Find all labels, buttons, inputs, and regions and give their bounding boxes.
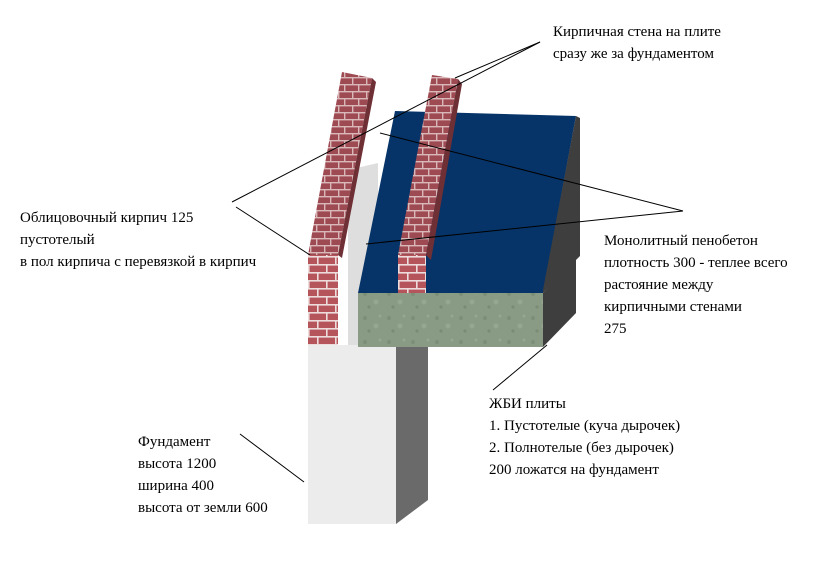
brick-wall-label-line: сразу же за фундаментом bbox=[553, 46, 714, 62]
facing-brick-label-line: пустотелый bbox=[20, 232, 95, 248]
brick-wall-label-line: Кирпичная стена на плите bbox=[553, 24, 721, 40]
foundation-label-line: ширина 400 bbox=[138, 478, 215, 494]
facing-brick-label-line: Облицовочный кирпич 125 bbox=[20, 210, 194, 226]
rc-slabs-label-line: 2. Полнотелые (без дырочек) bbox=[489, 440, 674, 456]
leader-brick-wall-to-facing bbox=[231, 41, 541, 203]
foundation-label-line: высота от земли 600 bbox=[138, 500, 268, 516]
leader-lines bbox=[231, 41, 684, 483]
leader-rc-slabs bbox=[492, 344, 548, 391]
foam-concrete-label-line: кирпичными стенами bbox=[604, 299, 742, 315]
inner-brick-wall bbox=[398, 75, 462, 293]
rc-slabs-label: ЖБИ плиты 1. Пустотелые (куча дырочек) 2… bbox=[489, 393, 680, 481]
facing-brick-wall bbox=[308, 72, 376, 345]
leader-foundation bbox=[239, 433, 305, 483]
facing-brick-label: Облицовочный кирпич 125 пустотелый в пол… bbox=[20, 207, 256, 273]
facing-brick-label-line: в пол кирпича с перевязкой в кирпич bbox=[20, 254, 257, 270]
foundation-label: Фундамент высота 1200 ширина 400 высота … bbox=[138, 431, 268, 519]
foundation-label-line: высота 1200 bbox=[138, 456, 217, 472]
foam-concrete-label: Монолитный пенобетон плотность 300 - теп… bbox=[604, 230, 788, 340]
rc-slabs-label-line: 1. Пустотелые (куча дырочек) bbox=[489, 418, 681, 434]
foam-concrete-layer bbox=[358, 111, 580, 293]
rc-slabs-label-line: ЖБИ плиты bbox=[489, 396, 566, 412]
foundation-block bbox=[308, 163, 428, 524]
foam-concrete-label-line: 275 bbox=[604, 321, 627, 337]
foam-concrete-label-line: Монолитный пенобетон bbox=[604, 233, 758, 249]
leader-foam-lower bbox=[365, 210, 684, 245]
leader-brick-wall-to-inner bbox=[454, 41, 541, 79]
rc-slabs-label-line: 200 ложатся на фундамент bbox=[489, 462, 659, 478]
leader-facing-brick bbox=[235, 206, 311, 256]
foundation-label-line: Фундамент bbox=[138, 434, 211, 450]
foam-concrete-label-line: растояние между bbox=[604, 277, 714, 293]
leader-foam-upper bbox=[379, 132, 684, 212]
rc-slab bbox=[358, 258, 576, 347]
foam-concrete-label-line: плотность 300 - теплее всего bbox=[604, 255, 788, 271]
brick-wall-label: Кирпичная стена на плите сразу же за фун… bbox=[553, 21, 721, 65]
